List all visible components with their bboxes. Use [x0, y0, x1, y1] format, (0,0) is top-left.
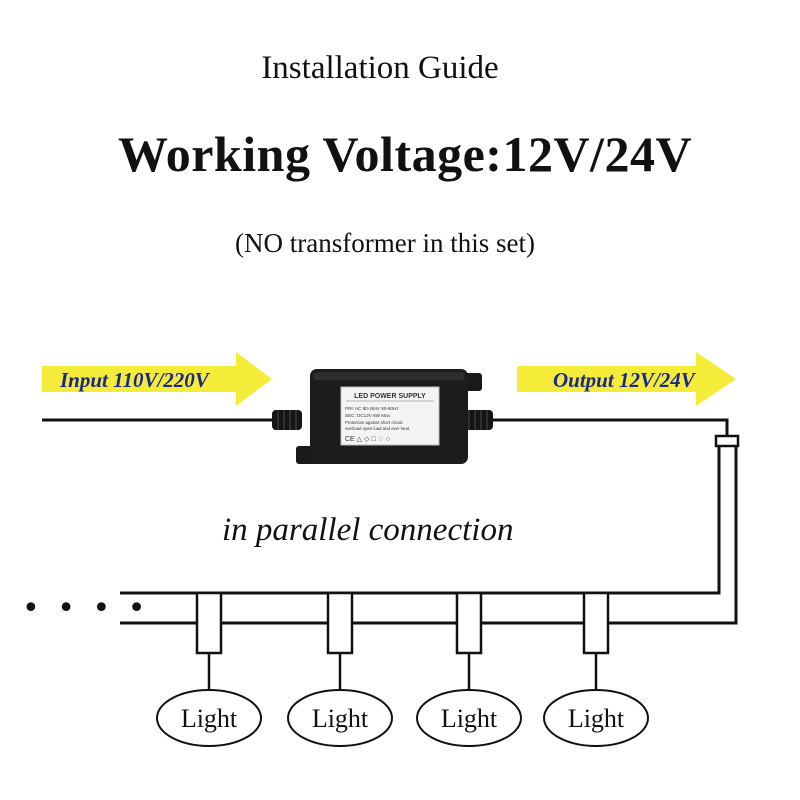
- light-connector: [326, 591, 354, 655]
- light-label: Light: [441, 704, 498, 733]
- bus-continuation-dots: • • • •: [22, 591, 149, 626]
- working-voltage-title: Working Voltage:12V/24V: [118, 126, 693, 182]
- input-arrow: Input 110V/220V: [42, 352, 272, 406]
- feed-wire: [120, 446, 738, 625]
- psu-relief-ridges-right: [468, 410, 488, 430]
- psu-relief-ridges-left: [277, 410, 297, 430]
- psu-body-highlight: [313, 372, 465, 380]
- psu-cable-relief-left: [272, 410, 302, 430]
- input-arrow-label: Input 110V/220V: [59, 368, 211, 392]
- output-arrow: Output 12V/24V: [517, 352, 736, 406]
- output-arrow-label: Output 12V/24V: [553, 368, 697, 392]
- input-arrow-shape: [42, 352, 272, 406]
- no-transformer-note: (NO transformer in this set): [235, 228, 535, 258]
- light-ellipse: [156, 689, 262, 747]
- psu-spec-line-2: SEC: DC12V 6W Max: [345, 413, 391, 418]
- psu-cable-relief-right: [463, 410, 493, 430]
- light-ellipse: [543, 689, 649, 747]
- psu-certification-marks: CE △ ◇ □ ♢ ○: [345, 435, 390, 443]
- light-ellipse: [416, 689, 522, 747]
- psu-spec-line-1: PRI: AC 90-264V 50-60Hz: [345, 406, 399, 411]
- light-connector: [582, 591, 610, 655]
- light-fixture: Light: [543, 591, 649, 747]
- led-power-supply: LED POWER SUPPLY PRI: AC 90-264V 50-60Hz…: [272, 369, 493, 464]
- light-label: Light: [568, 704, 625, 733]
- psu-spec-line-4: overload open load and over heat: [345, 426, 410, 431]
- parallel-connection-label: in parallel connection: [222, 512, 514, 548]
- light-fixture: Light: [416, 591, 522, 747]
- light-fixture: Light: [156, 591, 262, 747]
- guide-title: Installation Guide: [261, 50, 499, 86]
- light-label: Light: [181, 704, 238, 733]
- light-fixture: Light: [287, 591, 393, 747]
- light-label: Light: [312, 704, 369, 733]
- feed-connector: [714, 434, 740, 448]
- light-ellipse: [287, 689, 393, 747]
- output-arrow-shape: [517, 352, 736, 406]
- psu-spec-line-3: Protection against short circuit: [345, 420, 403, 425]
- light-connector: [455, 591, 483, 655]
- psu-label-sticker: [340, 386, 440, 446]
- psu-label-title: LED POWER SUPPLY: [354, 393, 426, 400]
- light-connector: [195, 591, 223, 655]
- output-wire: [492, 418, 729, 436]
